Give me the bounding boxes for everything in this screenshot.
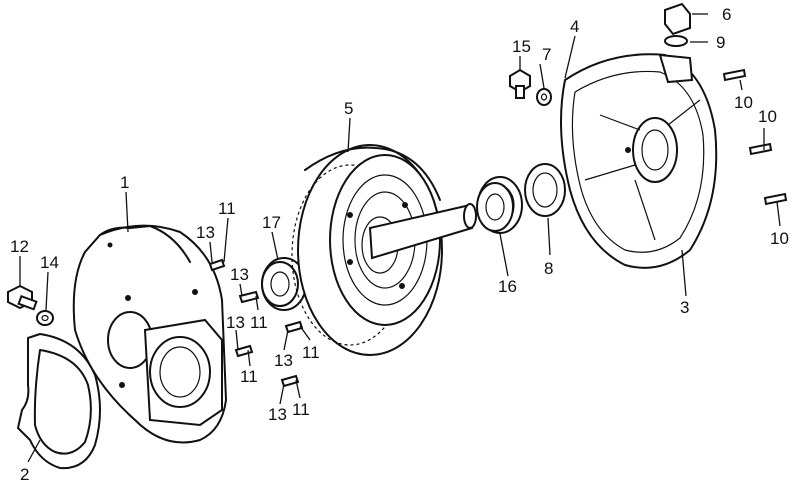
o-ring-part-9 bbox=[664, 35, 688, 47]
small-bolts-group bbox=[208, 258, 304, 388]
callout-11-upper-mid: 11 bbox=[250, 313, 268, 332]
callout-11-bottom: 11 bbox=[292, 400, 310, 419]
callout-11-top: 11 bbox=[218, 199, 236, 218]
callout-13-right-mid: 13 bbox=[274, 351, 293, 370]
callout-10-lower: 10 bbox=[770, 229, 789, 248]
bolt-part-15 bbox=[509, 68, 531, 99]
callout-2: 2 bbox=[20, 465, 29, 484]
bolts-part-10 bbox=[722, 68, 788, 206]
callout-8: 8 bbox=[544, 259, 553, 278]
callout-5: 5 bbox=[344, 99, 353, 118]
callout-12: 12 bbox=[10, 237, 29, 256]
callout-16: 16 bbox=[498, 277, 517, 296]
bolt-part-12 bbox=[7, 284, 38, 311]
callout-7: 7 bbox=[542, 45, 551, 64]
plug-part-6 bbox=[664, 2, 691, 36]
callout-14: 14 bbox=[40, 253, 59, 272]
callout-13-bottom: 13 bbox=[268, 405, 287, 424]
callout-17: 17 bbox=[262, 213, 281, 232]
callout-9: 9 bbox=[716, 33, 725, 52]
leader-lines bbox=[19, 13, 781, 463]
callout-13-left-mid: 13 bbox=[226, 313, 245, 332]
callout-15: 15 bbox=[512, 37, 531, 56]
callout-11-left-lower: 11 bbox=[240, 367, 258, 386]
washer-part-14 bbox=[36, 310, 54, 326]
callout-13-top: 13 bbox=[196, 223, 215, 242]
seal-part-8 bbox=[524, 163, 566, 217]
front-cover-part bbox=[72, 224, 228, 444]
bearing-part-17 bbox=[261, 257, 307, 311]
callout-10-upper: 10 bbox=[734, 93, 753, 112]
callout-3: 3 bbox=[680, 298, 689, 317]
callout-6: 6 bbox=[722, 5, 731, 24]
callout-11-right-mid: 11 bbox=[302, 343, 320, 362]
callout-13-upper-mid: 13 bbox=[230, 265, 249, 284]
callout-1: 1 bbox=[120, 173, 129, 192]
bearing-part-16 bbox=[476, 176, 523, 234]
callout-4: 4 bbox=[570, 17, 579, 36]
callout-labels: 1 2 3 4 5 6 7 8 9 10 10 10 11 11 11 11 1… bbox=[10, 5, 789, 484]
washer-part-7 bbox=[536, 88, 552, 106]
ring-gear-part bbox=[291, 144, 477, 356]
rear-case-part bbox=[560, 53, 718, 269]
callout-10-middle: 10 bbox=[758, 107, 777, 126]
